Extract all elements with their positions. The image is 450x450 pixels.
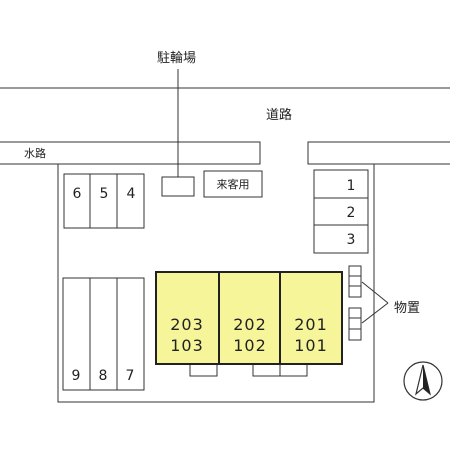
parking-stall <box>89 173 118 229</box>
parking-stall <box>116 277 145 391</box>
parking-number: 9 <box>72 368 81 384</box>
parking-stall <box>313 224 369 254</box>
waterway-strip-right <box>307 141 450 165</box>
parking-number: 3 <box>347 232 356 248</box>
parking-group-right: 1 2 3 <box>313 169 369 254</box>
parking-stall <box>89 277 118 391</box>
storage-group: 物置 <box>348 265 420 341</box>
parking-stall <box>116 173 145 229</box>
storage-box <box>348 265 362 298</box>
waterway-label: 水路 <box>24 147 46 160</box>
entrance-step <box>252 363 281 377</box>
parking-number: 8 <box>99 368 108 384</box>
road-label: 道路 <box>266 107 292 123</box>
bicycle-parking-box <box>161 176 195 197</box>
site-boundary <box>57 164 375 403</box>
apartment-building: 203 103 202 102 201 101 <box>155 271 343 377</box>
unit-number-lower: 101 <box>294 336 328 355</box>
unit-number-lower: 103 <box>170 336 204 355</box>
parking-number: 7 <box>126 368 135 384</box>
parking-number: 6 <box>73 186 82 202</box>
unit-block <box>218 271 281 365</box>
visitor-parking-label: 来客用 <box>217 177 250 191</box>
storage-leader <box>361 281 389 304</box>
waterway-strip-left <box>0 141 261 165</box>
parking-group-top-left: 6 5 4 <box>63 173 145 229</box>
parking-number: 2 <box>347 205 356 221</box>
entrance-step <box>279 363 308 377</box>
unit-number-upper: 201 <box>294 315 328 334</box>
north-arrow-icon <box>403 361 443 401</box>
unit-number-lower: 102 <box>233 336 267 355</box>
parking-group-bottom-left: 9 8 7 <box>62 277 145 391</box>
unit-number-upper: 203 <box>170 315 204 334</box>
entrance-step <box>189 363 218 377</box>
parking-stall <box>313 169 369 199</box>
unit-block <box>279 271 343 365</box>
bicycle-parking-label: 駐輪場 <box>157 50 196 66</box>
parking-number: 5 <box>100 186 109 202</box>
parking-stall <box>62 277 91 391</box>
parking-number: 4 <box>127 186 136 202</box>
visitor-parking-box <box>203 170 263 198</box>
parking-number: 1 <box>347 178 356 194</box>
unit-number-upper: 202 <box>233 315 267 334</box>
storage-box <box>348 307 362 341</box>
storage-label: 物置 <box>394 301 420 316</box>
unit-block <box>155 271 220 365</box>
storage-leader <box>361 302 389 324</box>
parking-stall <box>313 197 369 226</box>
